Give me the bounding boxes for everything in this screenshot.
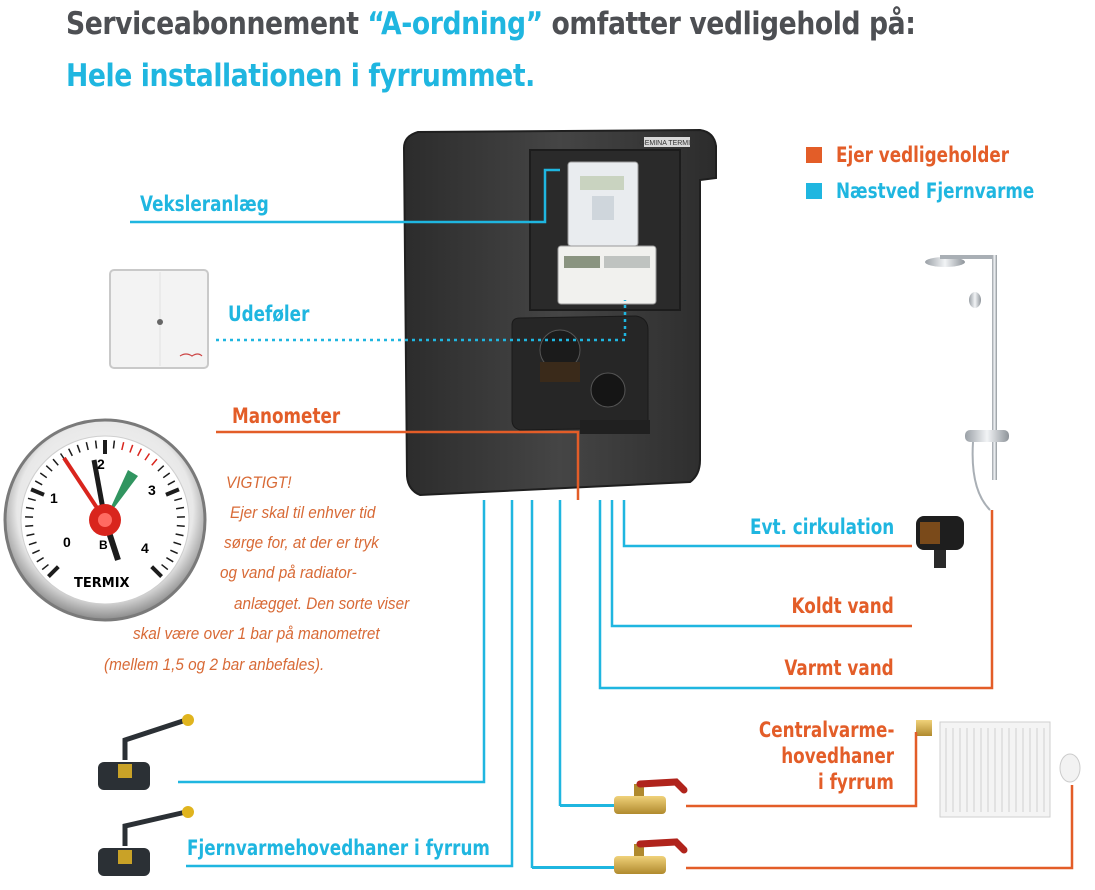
title-line-1: Serviceabonnement “A-ordning” omfatter v… — [66, 6, 916, 42]
circulation-pump — [916, 516, 964, 568]
line-varmt-orange — [780, 510, 994, 690]
cabinet — [402, 128, 717, 497]
gauge-tick — [30, 487, 45, 497]
gauge-scale-0: 0 — [63, 534, 71, 550]
gauge-tick — [165, 556, 174, 563]
line-koldt-blue — [610, 500, 780, 628]
line-joins — [532, 804, 614, 869]
title-suffix: omfatter vedligehold på: — [542, 6, 916, 42]
label-centralvarme-3: i fyrrum — [818, 770, 894, 794]
note-line-3: sørge for, at der er tryk — [224, 533, 379, 552]
gauge-tick — [157, 465, 165, 472]
note-line-2: Ejer skal til enhver tid — [230, 503, 376, 522]
note-line-6: skal være over 1 bar på manometret — [133, 624, 380, 643]
gauge-tick — [25, 506, 35, 510]
gauge-tick — [121, 442, 125, 451]
gauge-scale-1: 1 — [50, 490, 58, 506]
gauge-tick — [173, 541, 182, 546]
label-koldt-vand: Koldt vand — [791, 594, 894, 618]
label-fjernvarme: Fjernvarmehovedhaner i fyrrum — [187, 836, 490, 860]
gauge-tick — [151, 458, 158, 466]
shower — [925, 255, 1009, 511]
gauge-scale-2: 2 — [97, 456, 105, 472]
label-udefoeler: Udeføler — [228, 302, 310, 326]
title-highlight: “A-ordning” — [367, 6, 543, 42]
gauge-tick — [112, 440, 116, 449]
gauge-unit: B — [99, 538, 108, 552]
gauge-tick — [129, 444, 134, 453]
gauge-scale-4: 4 — [141, 540, 149, 556]
legend-swatch-owner — [806, 147, 822, 163]
radiator — [916, 720, 1081, 818]
legend-owner: Ejer vedligeholder — [836, 143, 1010, 167]
title-line-2: Hele installationen i fyrrummet. — [66, 58, 535, 94]
gauge-tick — [176, 524, 185, 528]
gauge-tick — [68, 448, 73, 457]
gauge-tick — [170, 549, 178, 555]
note-line-4: og vand på radiator- — [220, 563, 357, 582]
gauge-tick — [165, 487, 180, 497]
line-manometer — [216, 430, 580, 500]
gauge-tick — [34, 480, 43, 486]
cabinet-brand: GEMINA TERMIX — [639, 140, 695, 147]
gauge-tick — [150, 565, 163, 578]
gauge-tick — [175, 533, 184, 537]
line-varmt-blue — [598, 500, 780, 690]
central-valve-1 — [614, 778, 688, 814]
gauge-tick — [32, 549, 40, 555]
pressure-gauge — [3, 418, 207, 622]
gauge-tick — [28, 541, 37, 546]
gauge-tick — [36, 556, 45, 563]
gauge-tick — [47, 565, 60, 578]
line-udefoeler — [216, 300, 627, 342]
gauge-tick — [52, 458, 59, 466]
gauge-tick — [161, 563, 169, 571]
gauge-tick — [144, 453, 151, 461]
gauge-tick — [175, 506, 185, 510]
outdoor-sensor — [109, 269, 209, 369]
line-cirk-blue — [622, 500, 780, 548]
line-central-1-orange — [686, 732, 918, 808]
line-fjernvarme-1 — [178, 500, 486, 784]
gauge-tick — [162, 472, 171, 479]
district-valve-1 — [98, 714, 194, 790]
orange-lines — [216, 430, 1074, 870]
label-centralvarme-2: hovedhaner — [781, 744, 894, 768]
legend-utility: Næstved Fjernvarme — [836, 179, 1035, 203]
note-line-7: (mellem 1,5 og 2 bar anbefales). — [104, 655, 325, 674]
line-fjernvarme-2 — [186, 500, 514, 868]
note-line-1: VIGTIGT! — [226, 473, 292, 492]
central-valve-2 — [614, 838, 688, 874]
line-central-2-orange — [686, 785, 1074, 870]
gauge-brand: TERMIX — [74, 576, 130, 591]
gauge-tick — [174, 497, 183, 502]
gauge-tick — [45, 465, 53, 472]
blue-lines — [130, 168, 780, 868]
gauge-tick — [25, 524, 34, 528]
gauge-tick — [27, 497, 36, 502]
label-varmt-vand: Varmt vand — [784, 656, 894, 680]
gauge-tick — [94, 440, 98, 449]
district-valve-2 — [98, 806, 194, 876]
line-veksler — [130, 168, 560, 224]
gauge-tick — [85, 442, 89, 451]
title-prefix: Serviceabonnement — [66, 6, 368, 42]
note-line-5: anlægget. Den sorte viser — [234, 594, 410, 613]
gauge-tick — [137, 448, 142, 457]
gauge-tick — [26, 533, 35, 537]
label-veksleranlaeg: Veksleranlæg — [140, 192, 269, 216]
gauge-tick — [76, 444, 81, 453]
gauge-tick — [167, 480, 176, 486]
gauge-tick — [39, 472, 48, 479]
label-evt-cirkulation: Evt. cirkulation — [749, 515, 894, 539]
label-manometer: Manometer — [232, 404, 341, 428]
label-centralvarme-1: Centralvarme- — [758, 718, 894, 742]
gauge-tick — [41, 563, 49, 571]
legend-swatch-utility — [806, 183, 822, 199]
gauge-scale-3: 3 — [148, 482, 156, 498]
